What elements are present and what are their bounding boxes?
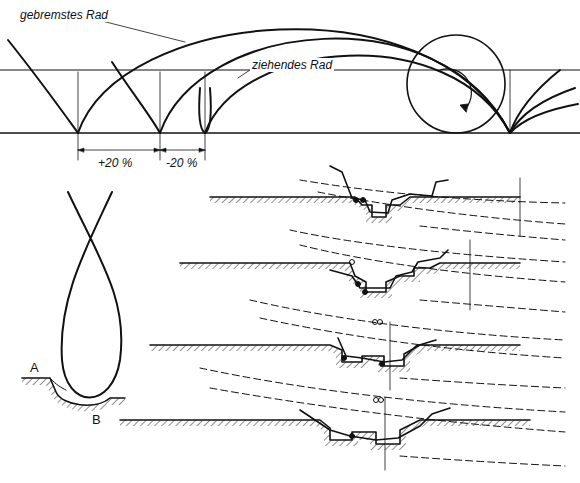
dimension-label: -20 % [164,156,199,170]
curve-label: gebremstes Rad [18,8,110,22]
point-label: A [28,360,41,375]
dimension-label: +20 % [96,156,134,170]
curve-label: ziehendes Rad [250,58,334,72]
point-label: B [90,412,103,427]
